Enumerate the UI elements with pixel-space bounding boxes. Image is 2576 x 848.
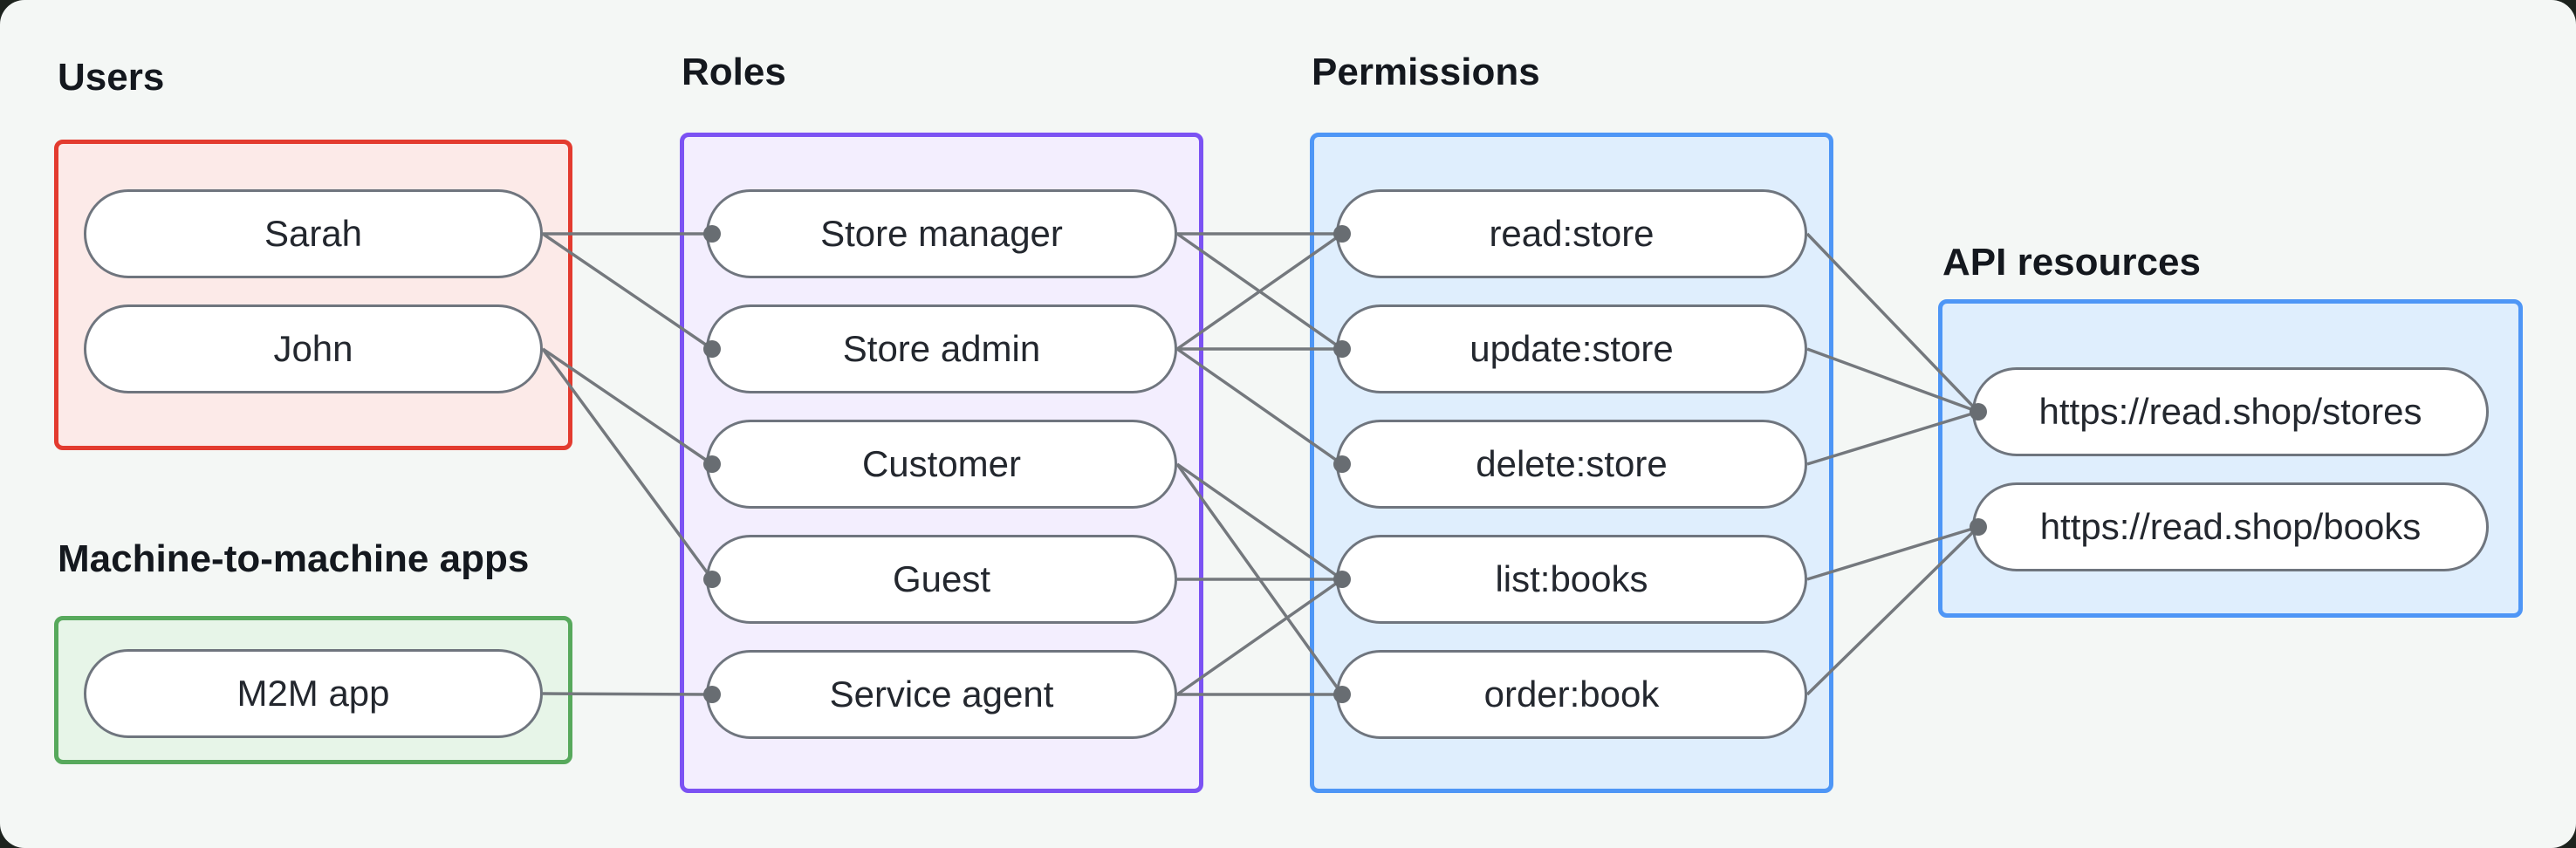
permissions-group-label: Permissions	[1312, 51, 1540, 93]
users-group-label: Users	[58, 56, 165, 99]
node-customer: Customer	[706, 420, 1177, 509]
api-group-label: API resources	[1942, 241, 2201, 284]
roles-group-label: Roles	[682, 51, 786, 93]
node-m2m-app: M2M app	[84, 649, 543, 738]
node-update-store: update:store	[1336, 304, 1807, 393]
m2m-group-label: Machine-to-machine apps	[58, 537, 530, 580]
node-sarah: Sarah	[84, 189, 543, 278]
node-guest: Guest	[706, 535, 1177, 624]
node-john: John	[84, 304, 543, 393]
node-order-book: order:book	[1336, 650, 1807, 739]
node-stores: https://read.shop/stores	[1972, 367, 2489, 456]
node-delete-store: delete:store	[1336, 420, 1807, 509]
node-read-store: read:store	[1336, 189, 1807, 278]
node-store-admin: Store admin	[706, 304, 1177, 393]
users-group-box	[54, 140, 572, 450]
node-list-books: list:books	[1336, 535, 1807, 624]
node-service-agent: Service agent	[706, 650, 1177, 739]
node-store-manager: Store manager	[706, 189, 1177, 278]
node-books: https://read.shop/books	[1972, 482, 2489, 571]
